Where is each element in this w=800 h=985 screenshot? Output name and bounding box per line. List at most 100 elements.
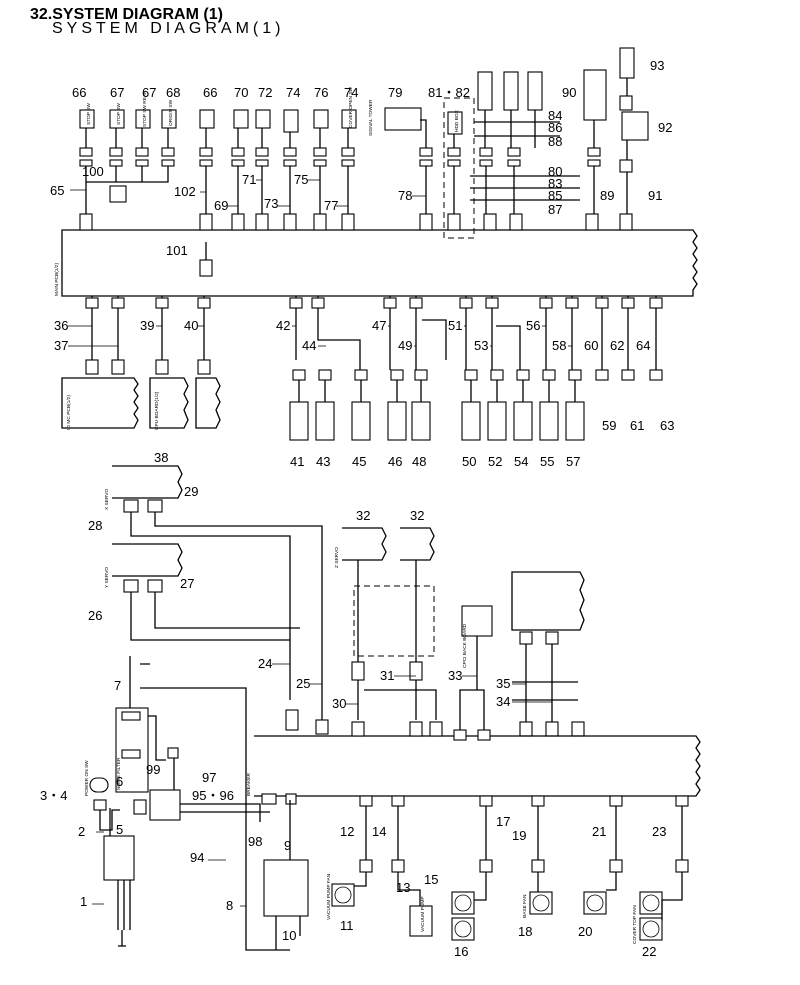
ref-92: 92 [658,120,672,135]
ref-57: 57 [566,454,580,469]
vacuum-pump [409,905,433,937]
ref-44: 44 [302,338,316,353]
stop-sw-rear-label: STOP SW REAR [142,90,148,127]
stop-sw-label: STOP SW [86,103,92,125]
ref-8: 8 [226,898,233,913]
ref-89: 89 [600,188,614,203]
ref-70: 70 [234,85,248,100]
ref-45: 45 [352,454,366,469]
ref-5: 5 [116,822,123,837]
ref-25: 25 [296,676,310,691]
ref-88: 88 [548,134,562,149]
ref-101: 101 [166,243,188,258]
ref-6: 6 [116,774,123,789]
y-servo-label: Y SERVO [104,567,110,588]
ref-38: 38 [154,450,168,465]
ref-numbers-right: 84 86 88 80 83 85 87 89 91 92 [548,108,672,217]
ref-79: 79 [388,85,402,100]
ref-31: 31 [380,668,394,683]
ref-18: 18 [518,924,532,939]
signal-tower-label: SIGNAL TOWER [368,99,374,136]
power-unit-board: BREAKER [246,709,701,797]
base-fan-label: BASE FAN [522,894,528,918]
page-title: 32.SYSTEM DIAGRAM (1) [30,6,223,23]
ref-41: 41 [290,454,304,469]
ref-100: 100 [82,164,104,179]
ref-73: 73 [264,196,278,211]
ref-80: 80 [548,164,562,179]
ref-39: 39 [140,318,154,333]
ref-10: 10 [282,928,296,943]
ref-85: 85 [548,188,562,203]
ref-51: 51 [448,318,462,333]
main-pcb-label: MAIN PCB(1/2) [54,263,60,296]
ref-35: 35 [496,676,510,691]
power-on-sw-label: POWER ON SW [84,760,90,796]
ref-97: 97 [202,770,216,785]
ref-numbers-servo: 28 29 26 27 32 32 24 25 30 31 33 35 34 [88,484,510,711]
ref-66b: 66 [203,85,217,100]
ref-93: 93 [650,58,664,73]
power-unit-label: BREAKER [246,773,252,796]
mid-connector-boxes [85,297,663,309]
ref-61: 61 [630,418,644,433]
ref-29: 29 [184,484,198,499]
ref-65: 65 [50,183,64,198]
io-mc-pcb-label: IO MC PCB(1/2) [66,395,72,430]
cpci-back-board-label: CPCI BACK BOARD [462,623,468,668]
ref-15: 15 [424,872,438,887]
ref-54: 54 [514,454,528,469]
ref-78: 78 [398,188,412,203]
ref-91: 91 [648,188,662,203]
ref-63: 63 [660,418,674,433]
hdd-box-label: HDD BOX [454,109,460,132]
hdd-box-frame [443,97,475,239]
ref-49: 49 [398,338,412,353]
ref-numbers-bottom-row: 41 43 45 46 48 50 52 54 55 57 59 61 63 3… [154,418,674,469]
ref-28: 28 [88,518,102,533]
ref-17: 17 [496,814,510,829]
signal-tower-box [384,107,422,131]
ref-81-82: 81・82 [428,85,470,100]
servo-section: X SERVO Y SERVO Z SERVO CPCI BACK BOARD [104,465,585,737]
ref-46: 46 [388,454,402,469]
ref-86: 86 [548,120,562,135]
noise-filter-label: NOISE FILTER [116,757,122,790]
cover-open-sw-label: COVER OPEN SW [348,86,354,128]
ref-32a: 32 [356,508,370,523]
ref-30: 30 [332,696,346,711]
vacuum-pump-fan-label: VACUUM PUMP FAN [326,873,332,920]
ref-52: 52 [488,454,502,469]
ref-94: 94 [190,850,204,865]
power-input-section: NOISE FILTER POWER ON SW [84,656,297,951]
vacuum-pump-label: VACUUM PUMP [420,896,426,932]
ref-50: 50 [462,454,476,469]
ref-1: 1 [80,894,87,909]
ref-53: 53 [474,338,488,353]
ref-87: 87 [548,202,562,217]
ref-71: 71 [242,172,256,187]
top-switch-row: STOP SW STOP SW STOP SW REAR ORIGIN SW C… [79,86,633,277]
z-servo-label: Z SERVO [334,547,340,568]
ref-66a: 66 [72,85,86,100]
page-subtitle: SYSTEM DIAGRAM(1) [52,20,285,37]
ref-16: 16 [454,944,468,959]
ref-24: 24 [258,656,272,671]
ref-74b: 74 [344,85,358,100]
ref-72: 72 [258,85,272,100]
ref-3-4: 3・4 [40,788,67,803]
top-right-components: SIGNAL TOWER HDD BOX [368,47,649,239]
ref-11: 11 [340,918,354,933]
ref-numbers-left: 65 100 102 69 71 73 75 77 78 101 [50,164,412,258]
ref-67b: 67 [142,85,156,100]
ref-7: 7 [114,678,121,693]
ref-23: 23 [652,824,666,839]
stop-sw-label-2: STOP SW [116,103,122,125]
ref-47: 47 [372,318,386,333]
cpu-board-label: CPU BOARD(1/2) [154,391,160,430]
ref-42: 42 [276,318,290,333]
ref-74a: 74 [286,85,300,100]
ref-58: 58 [552,338,566,353]
ref-102: 102 [174,184,196,199]
